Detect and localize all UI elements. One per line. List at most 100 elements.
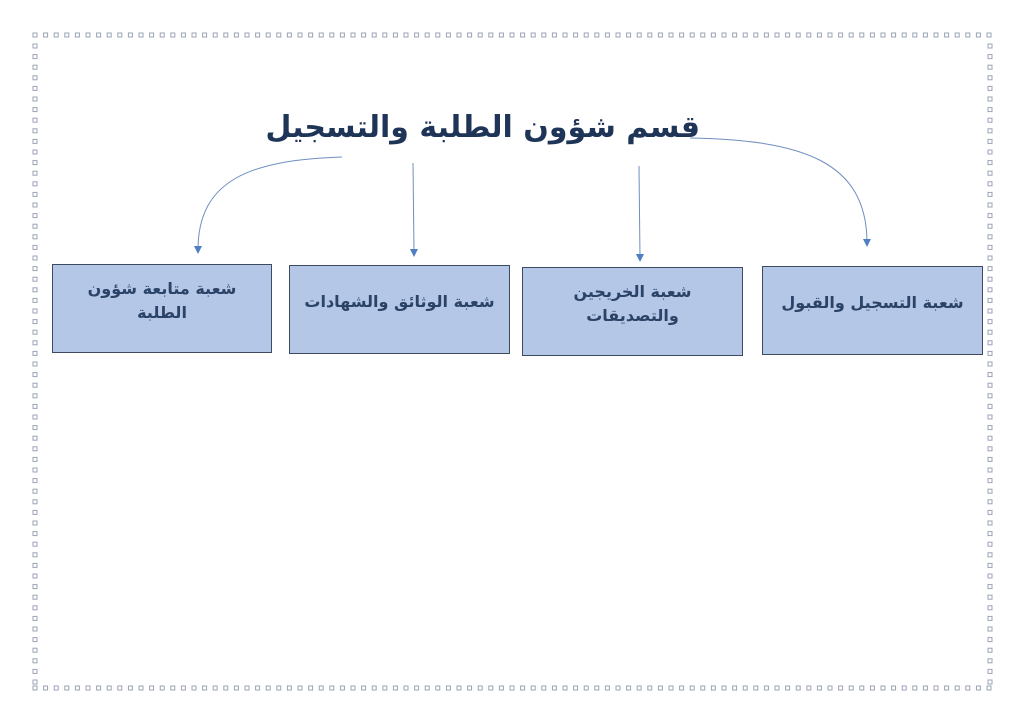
border-dot — [96, 685, 102, 691]
border-dot — [32, 32, 38, 38]
border-dot — [43, 32, 49, 38]
border-dot — [498, 685, 504, 691]
border-dot — [297, 685, 303, 691]
unit-label: شعبة متابعة شؤون الطلبة — [87, 279, 237, 322]
border-dot — [456, 32, 462, 38]
border-dot — [987, 117, 993, 123]
border-dot — [987, 276, 993, 282]
border-dot — [32, 234, 38, 240]
border-dot — [615, 32, 621, 38]
border-dot — [987, 138, 993, 144]
border-dot — [583, 32, 589, 38]
border-dot — [32, 573, 38, 579]
border-dot — [488, 32, 494, 38]
border-dot — [668, 685, 674, 691]
unit-box-documents: شعبة الوثائق والشهادات — [289, 265, 510, 354]
border-dot — [308, 32, 314, 38]
border-dot — [987, 85, 993, 91]
border-dot — [869, 32, 875, 38]
border-dot — [32, 456, 38, 462]
border-dot — [32, 679, 38, 685]
border-dot — [32, 350, 38, 356]
border-dot — [954, 32, 960, 38]
border-dot — [859, 685, 865, 691]
border-dot — [318, 685, 324, 691]
border-dot — [679, 685, 685, 691]
connector-to-graduates — [635, 165, 644, 262]
border-dot — [117, 32, 123, 38]
unit-label: شعبة الخريجين والتصديقات — [573, 282, 692, 325]
border-dot — [827, 32, 833, 38]
border-dot — [117, 685, 123, 691]
border-dot — [32, 117, 38, 123]
border-dot — [763, 32, 769, 38]
border-dot — [32, 202, 38, 208]
border-dot — [32, 478, 38, 484]
border-dot — [987, 107, 993, 113]
border-dot — [912, 685, 918, 691]
border-dot — [987, 573, 993, 579]
border-dot — [987, 467, 993, 473]
border-dot — [987, 170, 993, 176]
border-dot — [276, 32, 282, 38]
border-dot — [721, 685, 727, 691]
border-dot — [170, 32, 176, 38]
border-dot — [987, 329, 993, 335]
border-dot — [987, 668, 993, 674]
unit-box-registration: شعبة التسجيل والقبول — [762, 266, 983, 355]
border-dot — [32, 85, 38, 91]
border-dot — [445, 32, 451, 38]
border-dot — [742, 685, 748, 691]
border-dot — [530, 685, 536, 691]
border-dot — [74, 685, 80, 691]
border-dot — [763, 685, 769, 691]
border-dot — [562, 32, 568, 38]
border-dot — [286, 32, 292, 38]
border-dot — [244, 685, 250, 691]
border-dot — [987, 128, 993, 134]
unit-label: شعبة الوثائق والشهادات — [304, 292, 495, 311]
border-dot — [32, 488, 38, 494]
border-dot — [53, 32, 59, 38]
border-dot — [987, 319, 993, 325]
border-dot — [32, 520, 38, 526]
border-dot — [987, 414, 993, 420]
border-dot — [223, 32, 229, 38]
border-dot — [32, 128, 38, 134]
border-dot — [795, 32, 801, 38]
border-dot — [987, 520, 993, 526]
border-dot — [987, 340, 993, 346]
border-dot — [987, 54, 993, 60]
border-dot — [965, 32, 971, 38]
border-dot — [965, 685, 971, 691]
border-dot — [32, 319, 38, 325]
border-dot — [987, 552, 993, 558]
border-dot — [987, 234, 993, 240]
border-dot — [32, 637, 38, 643]
border-dot — [987, 266, 993, 272]
border-dot — [32, 266, 38, 272]
border-dot — [32, 552, 38, 558]
border-dot — [944, 32, 950, 38]
border-dot — [202, 32, 208, 38]
border-dot — [679, 32, 685, 38]
border-dot — [987, 149, 993, 155]
border-dot — [795, 685, 801, 691]
border-dot — [32, 509, 38, 515]
border-dot — [880, 32, 886, 38]
border-dot — [987, 499, 993, 505]
border-dot — [987, 308, 993, 314]
border-dot — [32, 255, 38, 261]
border-dot — [392, 685, 398, 691]
border-dot — [573, 685, 579, 691]
border-dot — [32, 223, 38, 229]
border-dot — [944, 685, 950, 691]
border-dot — [435, 685, 441, 691]
border-dot — [987, 350, 993, 356]
border-dot — [848, 685, 854, 691]
border-dot — [361, 685, 367, 691]
border-dot — [541, 32, 547, 38]
border-dot — [636, 32, 642, 38]
border-dot — [32, 393, 38, 399]
border-dot — [276, 685, 282, 691]
